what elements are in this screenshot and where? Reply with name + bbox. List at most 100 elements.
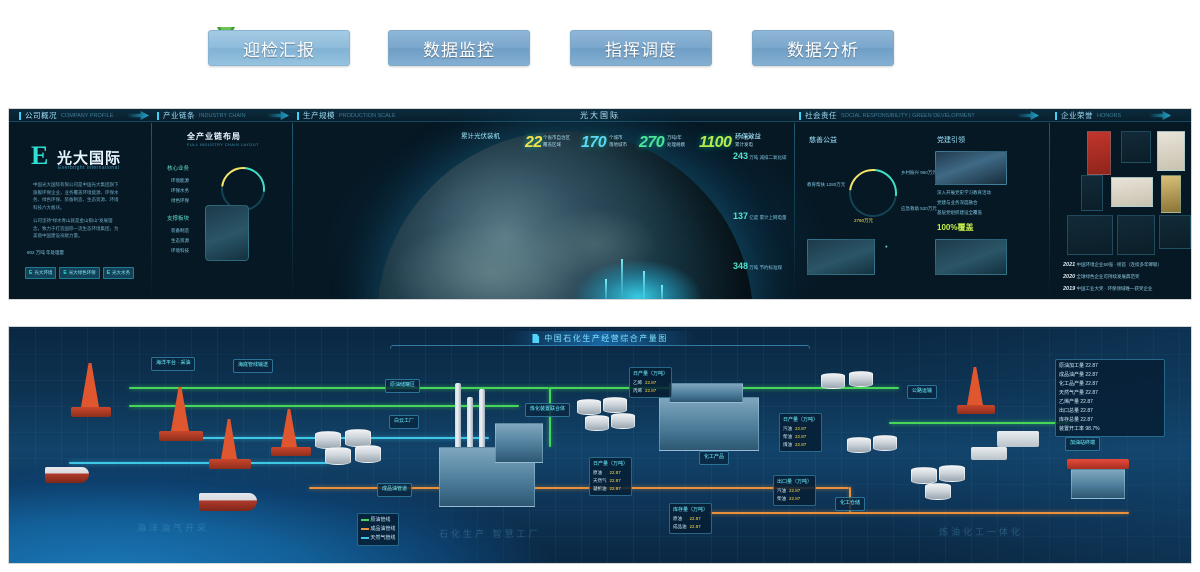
flow-tag[interactable]: 加油站终端 (1065, 437, 1101, 451)
tab-inspection-report[interactable]: 迎检汇报 (208, 30, 350, 66)
pipeline-legend: 原油管线 成品油管线 天然气管线 (357, 513, 400, 546)
data-card-table: 乙烯 22.87 丙烯 22.87 (633, 379, 659, 395)
brand-mark-e: E (31, 141, 49, 170)
row-value: 22.87 (609, 486, 621, 492)
table-row: 丙烯 22.87 (633, 387, 659, 395)
table-row: 柴油 22.87 (777, 495, 803, 503)
party-photo (935, 151, 1007, 185)
charity-value: 960万元 (920, 170, 937, 175)
area-watermark: 石化生产 智慧工厂 (439, 529, 541, 539)
summary-row: 乙烯产量 22.87 (1059, 399, 1093, 405)
flow-tag[interactable]: 原油储罐区 (385, 379, 421, 393)
row-label: 原油 (593, 470, 602, 475)
table-row: 原油 22.87 (673, 515, 704, 523)
kpi-value: 137 (733, 211, 749, 221)
summary-panel[interactable]: 原油加工量 22.87 成品油产量 22.87 化工品产量 22.87 天然气产… (1055, 359, 1165, 437)
industry-group-item[interactable]: 环境能源 (171, 178, 189, 183)
tanker-ship (199, 493, 257, 511)
industry-chain-subtitle: FULL INDUSTRY CHAIN LAYOUT (187, 142, 259, 147)
storage-tank (325, 447, 351, 465)
flow-tag[interactable]: 化工仓储 (835, 497, 866, 511)
section-arrow-icon (267, 111, 289, 120)
pipeline-crude (129, 387, 549, 389)
tab-label: 数据监控 (423, 40, 495, 60)
data-card-crude[interactable]: 日产量（万吨） 原油 22.87 天然气 22.87 凝析油 22.87 (589, 457, 633, 497)
section-label: 生产规模 (303, 111, 335, 120)
section-sublabel: SOCIAL RESPONSIBILITY | GREEN DEVELOPMEN… (841, 112, 975, 119)
flow-tag-label: 化工产品 (704, 454, 725, 460)
tab-bar: 迎检汇报 数据监控 指挥调度 数据分析 (0, 0, 1200, 96)
charity-title: 慈善公益 (809, 137, 837, 144)
row-label: 柴油 (777, 496, 786, 502)
distillation-tower (455, 383, 461, 453)
award-item[interactable] (1081, 175, 1103, 211)
tab-data-analysis[interactable]: 数据分析 (752, 30, 894, 66)
section-header-industry-chain[interactable]: 产业链条 INDUSTRY CHAIN (157, 109, 246, 122)
section-sublabel: HONORS (1097, 112, 1122, 119)
tab-data-monitoring[interactable]: 数据监控 (388, 30, 530, 66)
flow-tag[interactable]: 公路运输 (907, 385, 938, 399)
dashboard-preview-globe[interactable]: 光大国际 公司概况 COMPANY PROFILE 产业链条 INDUSTRY … (8, 108, 1192, 300)
legend-label: 天然气管线 (370, 535, 396, 541)
brand-chip[interactable]: 光大绿色环保 (59, 267, 100, 279)
charity-item: 乡村振兴 960万元 (901, 169, 937, 177)
tab-command-dispatch[interactable]: 指挥调度 (570, 30, 712, 66)
section-header-honors[interactable]: 企业荣誉 HONORS (1055, 109, 1121, 122)
data-spike (643, 271, 645, 299)
flow-tag[interactable]: 炼化装置联合体 (525, 403, 571, 417)
row-value: 22.87 (795, 442, 807, 448)
data-card-refined[interactable]: 日产量（万吨） 汽油 22.87 柴油 22.87 煤油 22.87 (779, 413, 823, 453)
flow-tag-label: 化工仓储 (840, 500, 861, 506)
legend-label: 原油管线 (370, 517, 391, 523)
flow-tag[interactable]: 化工产品 (699, 451, 730, 465)
award-item[interactable] (1157, 131, 1185, 171)
offshore-platform (209, 459, 251, 469)
award-item[interactable] (1159, 215, 1191, 249)
industry-group-item[interactable]: 装备制造 (171, 228, 189, 233)
row-value: 22.87 (645, 388, 657, 394)
data-card-ethylene[interactable]: 日产量（万吨） 乙烯 22.87 丙烯 22.87 (629, 367, 673, 399)
kpi-label: 年处理量 (46, 250, 65, 255)
kpi-unit: 万吨 (749, 265, 759, 270)
legend-item: 原油管线 (361, 516, 395, 525)
flow-tag[interactable]: 白云工厂 (389, 415, 420, 429)
award-item[interactable] (1111, 177, 1153, 207)
column-divider (292, 123, 293, 299)
award-item[interactable] (1087, 131, 1111, 175)
brand-chip[interactable]: 光大环境 (25, 267, 57, 279)
flow-tag-label: 原油储罐区 (390, 382, 416, 388)
flow-tag[interactable]: 海底管线输送 (233, 359, 274, 373)
tank-truck (997, 431, 1039, 447)
section-header-production-scale[interactable]: 生产规模 PRODUCTION SCALE (297, 109, 396, 122)
table-row: 汽油 22.87 (777, 487, 803, 495)
data-card-inventory[interactable]: 库存量（万吨） 原油 22.87 成品油 22.87 (669, 503, 713, 535)
distillation-tower (467, 397, 473, 453)
section-header-social-responsibility[interactable]: 社会责任 SOCIAL RESPONSIBILITY | GREEN DEVEL… (799, 109, 975, 122)
kpi-value: 348 (733, 261, 749, 271)
flow-tag-label: 成品油管道 (382, 486, 408, 492)
brand-chip[interactable]: 光大水务 (102, 267, 135, 279)
industry-group-item[interactable]: 生态资源 (171, 238, 189, 243)
process-map-title: 中国石化生产经营综合产量图 (506, 331, 694, 346)
storage-tank (585, 415, 609, 431)
data-card-header: 日产量（万吨） (783, 417, 819, 423)
dashboard-preview-process-map[interactable]: 中国石化生产经营综合产量图 石化生产 智慧工厂 海洋油气开采 炼油化工一体化 (8, 326, 1192, 564)
photo-caption: ● (885, 244, 888, 249)
charity-label: 应急救助 (901, 206, 919, 211)
data-card-export[interactable]: 出口量（万吨） 汽油 22.87 柴油 22.87 (773, 475, 817, 507)
industry-group-item[interactable]: 绿色环保 (171, 198, 189, 203)
honor-year: 2020 (1063, 274, 1076, 280)
charity-item: 应急救助 520万元 (901, 205, 937, 213)
award-item[interactable] (1117, 215, 1155, 255)
flow-tag[interactable]: 成品油管道 (377, 483, 413, 497)
flow-tag[interactable]: 海洋平台 · 采油 (151, 357, 196, 371)
award-item[interactable] (1161, 175, 1181, 213)
industry-group-item[interactable]: 环境科技 (171, 248, 189, 253)
section-header-company-profile[interactable]: 公司概况 COMPANY PROFILE (19, 109, 113, 122)
award-item[interactable] (1067, 215, 1113, 255)
kpi-unit: 亿度 (749, 215, 759, 220)
award-item[interactable] (1121, 131, 1151, 163)
row-label: 凝析油 (593, 486, 607, 492)
row-label: 乙烯 (633, 380, 642, 385)
industry-group-item[interactable]: 环保水务 (171, 188, 189, 193)
